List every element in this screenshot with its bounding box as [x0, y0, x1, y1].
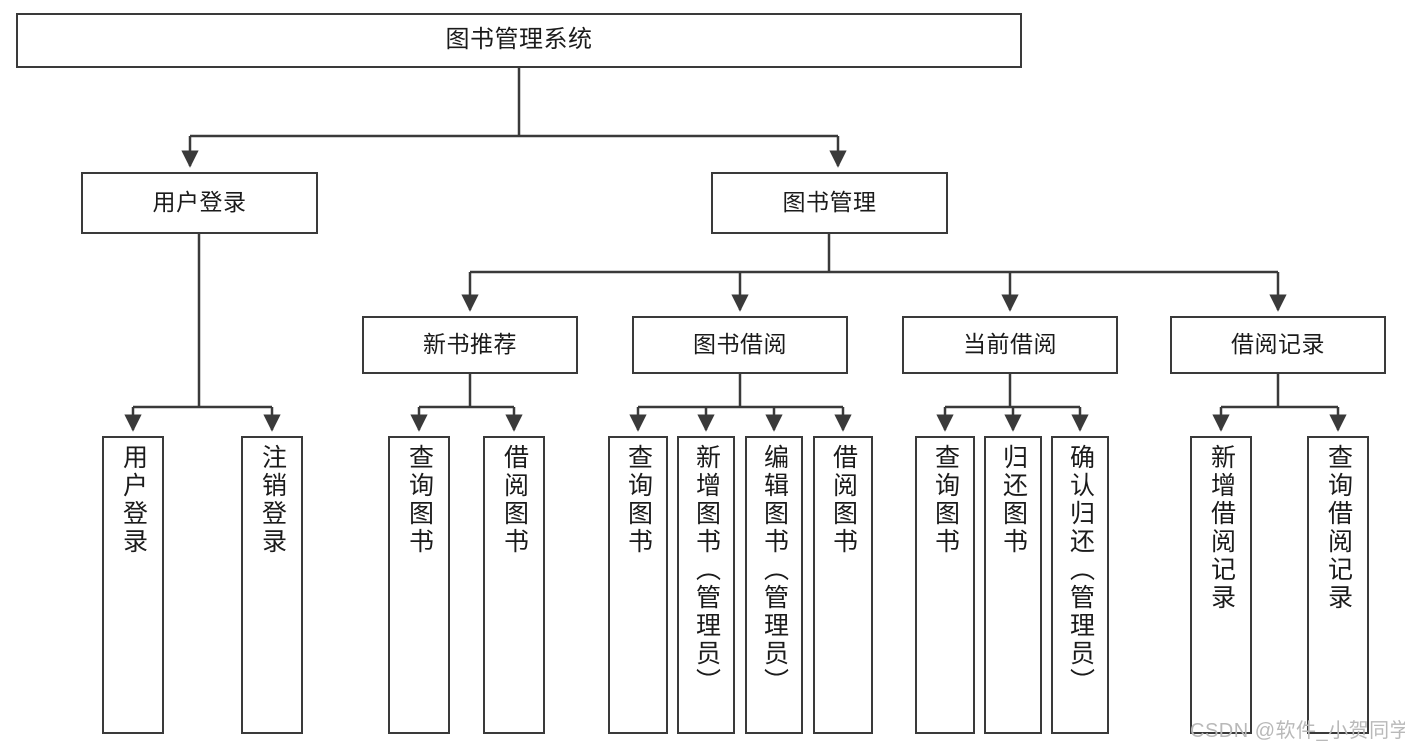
- node-current-borrowing[interactable]: 当前借阅: [902, 316, 1118, 374]
- node-book-borrowing[interactable]: 图书借阅: [632, 316, 848, 374]
- leaf-query-borrowing-record[interactable]: 查询借阅记录: [1307, 436, 1369, 734]
- node-book-management-label: 图书管理: [782, 189, 877, 216]
- leaf-query-borrowing-record-label: 查询借阅记录: [1324, 444, 1353, 612]
- leaf-user-login-label: 用户登录: [119, 444, 148, 556]
- leaf-borrow-books-recommend-label: 借阅图书: [500, 444, 529, 556]
- node-user-login-label: 用户登录: [152, 189, 247, 216]
- node-book-management[interactable]: 图书管理: [711, 172, 948, 234]
- node-user-login[interactable]: 用户登录: [81, 172, 318, 234]
- leaf-add-borrowing-record[interactable]: 新增借阅记录: [1190, 436, 1252, 734]
- leaf-edit-book-admin-label: 编辑图书（管理员）: [760, 444, 789, 696]
- leaf-add-book-admin[interactable]: 新增图书（管理员）: [677, 436, 735, 734]
- leaf-edit-book-admin[interactable]: 编辑图书（管理员）: [745, 436, 803, 734]
- node-new-book-recommendation[interactable]: 新书推荐: [362, 316, 578, 374]
- leaf-borrow-books-label: 借阅图书: [829, 444, 858, 556]
- leaf-return-books-label: 归还图书: [999, 444, 1028, 556]
- leaf-user-logout-label: 注销登录: [258, 444, 287, 556]
- leaf-confirm-return-admin-label: 确认归还（管理员）: [1066, 444, 1095, 696]
- node-borrowing-records[interactable]: 借阅记录: [1170, 316, 1386, 374]
- leaf-query-books-borrowing[interactable]: 查询图书: [608, 436, 668, 734]
- leaf-user-login[interactable]: 用户登录: [102, 436, 164, 734]
- leaf-query-books-current[interactable]: 查询图书: [915, 436, 975, 734]
- leaf-borrow-books-recommend[interactable]: 借阅图书: [483, 436, 545, 734]
- leaf-add-borrowing-record-label: 新增借阅记录: [1207, 444, 1236, 612]
- node-current-borrowing-label: 当前借阅: [963, 331, 1057, 358]
- leaf-confirm-return-admin[interactable]: 确认归还（管理员）: [1051, 436, 1109, 734]
- leaf-query-books-recommend-label: 查询图书: [405, 444, 434, 556]
- leaf-query-books-current-label: 查询图书: [931, 444, 960, 556]
- leaf-query-books-recommend[interactable]: 查询图书: [388, 436, 450, 734]
- leaf-return-books[interactable]: 归还图书: [984, 436, 1042, 734]
- node-root-label: 图书管理系统: [445, 26, 593, 54]
- node-book-borrowing-label: 图书借阅: [693, 331, 787, 358]
- node-root[interactable]: 图书管理系统: [16, 13, 1022, 68]
- node-new-book-recommendation-label: 新书推荐: [423, 331, 517, 358]
- leaf-borrow-books[interactable]: 借阅图书: [813, 436, 873, 734]
- leaf-query-books-borrowing-label: 查询图书: [624, 444, 653, 556]
- node-borrowing-records-label: 借阅记录: [1231, 331, 1325, 358]
- leaf-add-book-admin-label: 新增图书（管理员）: [692, 444, 721, 696]
- leaf-user-logout[interactable]: 注销登录: [241, 436, 303, 734]
